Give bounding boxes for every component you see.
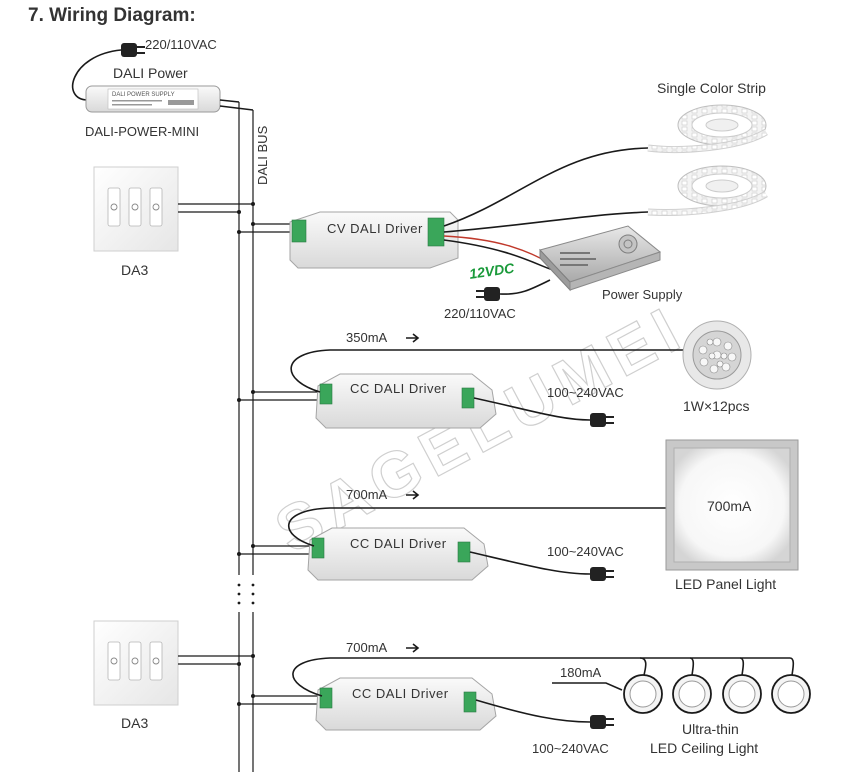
cc-driver-3-label: CC DALI Driver bbox=[352, 686, 449, 701]
da3-panel-2-label: DA3 bbox=[121, 715, 148, 731]
cc-dali-driver-2: CC DALI Driver 700mA 100~240VAC 700mA LE… bbox=[237, 439, 799, 592]
led-strip-reel-icon bbox=[647, 165, 768, 216]
power-plug-icon bbox=[590, 567, 614, 581]
terminal-block bbox=[319, 383, 333, 405]
terminal-block bbox=[291, 219, 307, 243]
cc-driver-2-load: LED Panel Light bbox=[675, 576, 776, 592]
dali-power-name: DALI Power bbox=[113, 65, 188, 81]
voltage-label: 12VDC bbox=[468, 260, 516, 282]
psu-label: Power Supply bbox=[602, 287, 683, 302]
terminal-block bbox=[319, 687, 333, 709]
power-supply-unit: Power Supply bbox=[539, 225, 683, 302]
terminal-block bbox=[463, 691, 477, 713]
panel-current-value: 700mA bbox=[707, 498, 752, 514]
cc-driver-2-label: CC DALI Driver bbox=[350, 536, 447, 551]
dali-bus-label: DALI BUS bbox=[255, 125, 270, 185]
page-title: 7. Wiring Diagram: bbox=[28, 5, 196, 26]
cc-dali-driver-3: CC DALI Driver 700mA 180mA 100~240VAC bbox=[237, 640, 811, 756]
dali-power-sticker-text: DALI POWER SUPPLY bbox=[112, 92, 175, 98]
ceiling-light-icon bbox=[623, 674, 663, 714]
dali-power-model: DALI-POWER-MINI bbox=[85, 124, 199, 139]
led-strip-reel-icon bbox=[647, 104, 768, 153]
cc-driver-2-input: 100~240VAC bbox=[547, 544, 624, 559]
cc-driver-1-label: CC DALI Driver bbox=[350, 381, 447, 396]
downlight-icon bbox=[682, 320, 752, 390]
cc-driver-3-input: 100~240VAC bbox=[532, 741, 609, 756]
da3-panel-2: DA3 bbox=[93, 620, 255, 731]
cv-driver-label: CV DALI Driver bbox=[327, 221, 423, 236]
terminal-block bbox=[461, 387, 475, 409]
arrow-right-icon bbox=[406, 333, 420, 343]
power-icon bbox=[110, 657, 118, 665]
terminal-block bbox=[457, 541, 471, 563]
da3-panel-1: DA3 bbox=[93, 166, 255, 278]
dim-up-icon bbox=[131, 657, 139, 665]
cc-dali-driver-1: CC DALI Driver 350mA 100~240VAC 1W×12pcs bbox=[237, 320, 752, 429]
watermark: SAGELUMEI bbox=[264, 291, 697, 567]
dim-down-icon bbox=[152, 203, 160, 211]
cc-driver-1-load: 1W×12pcs bbox=[683, 398, 750, 414]
terminal-block bbox=[311, 537, 325, 559]
branch-leader bbox=[552, 682, 623, 691]
cv-dali-driver: CV DALI Driver 220/110VAC 12VDC bbox=[237, 147, 649, 321]
cc-driver-3-load-line2: LED Ceiling Light bbox=[650, 740, 758, 756]
ceiling-light-icon bbox=[672, 674, 712, 714]
terminal-block bbox=[427, 217, 445, 247]
cc-driver-2-current: 700mA bbox=[346, 487, 388, 502]
power-plug-icon bbox=[590, 413, 614, 427]
dali-power-input-label: 220/110VAC bbox=[145, 37, 217, 52]
power-plug-icon bbox=[476, 287, 500, 301]
ceiling-light-icon bbox=[771, 674, 811, 714]
cc-driver-3-current: 700mA bbox=[346, 640, 388, 655]
cc-driver-1-input: 100~240VAC bbox=[547, 385, 624, 400]
led-panel-light-icon bbox=[665, 439, 799, 571]
cc-driver-1-current: 350mA bbox=[346, 330, 388, 345]
power-plug-icon bbox=[121, 43, 145, 57]
dali-bus bbox=[237, 102, 255, 772]
dali-power-supply: 220/110VAC DALI Power DALI POWER SUPPLY … bbox=[71, 37, 254, 139]
cv-psu-input-label: 220/110VAC bbox=[444, 306, 516, 321]
ceiling-light-icon bbox=[722, 674, 762, 714]
da3-panel-1-label: DA3 bbox=[121, 262, 148, 278]
dim-down-icon bbox=[152, 657, 160, 665]
power-icon bbox=[110, 203, 118, 211]
branch-current: 180mA bbox=[560, 665, 602, 680]
strip-label: Single Color Strip bbox=[657, 80, 766, 96]
single-color-strip: Single Color Strip bbox=[647, 80, 768, 216]
power-plug-icon bbox=[590, 715, 614, 729]
arrow-right-icon bbox=[406, 490, 420, 500]
arrow-right-icon bbox=[406, 643, 420, 653]
cc-driver-3-load-line1: Ultra-thin bbox=[682, 721, 739, 737]
fan-icon bbox=[618, 234, 638, 254]
dim-up-icon bbox=[131, 203, 139, 211]
